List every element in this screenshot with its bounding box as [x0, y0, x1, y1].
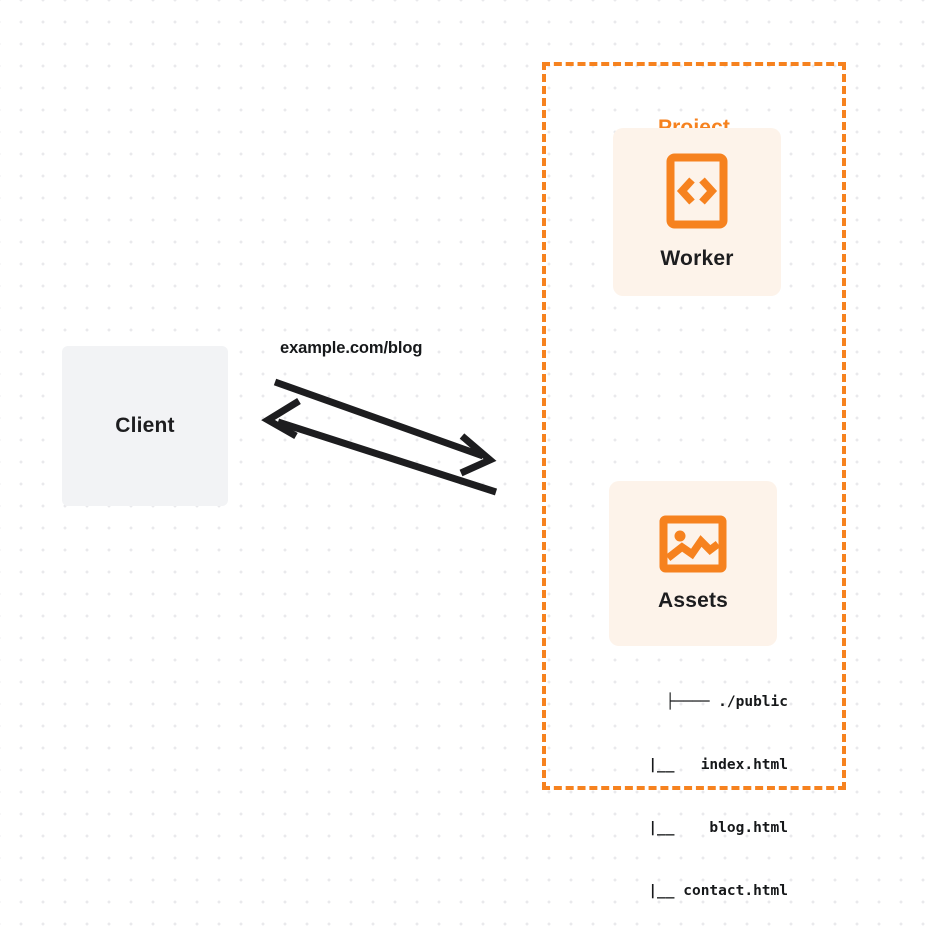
client-node-label: Client — [115, 414, 175, 437]
assets-node[interactable]: Assets — [609, 481, 777, 646]
response-arrow-icon — [261, 398, 498, 496]
request-arrow-icon — [273, 378, 497, 477]
file-tree-row: |__ blog.html — [622, 820, 788, 836]
diagram-canvas: Client example.com/blog Project Worker — [62, 62, 846, 899]
code-file-icon — [666, 153, 728, 229]
client-node[interactable]: Client — [62, 346, 228, 506]
image-icon — [659, 515, 727, 573]
file-tree-row: ├──── ./public — [665, 694, 788, 710]
request-url-label: example.com/blog — [280, 339, 423, 357]
request-response-arrows — [261, 378, 498, 496]
worker-node[interactable]: Worker — [613, 128, 781, 296]
assets-file-tree: ├──── ./public |__ index.html |__ blog.h… — [588, 650, 788, 944]
file-tree-row: |__ index.html — [622, 757, 788, 773]
file-tree-row: |__ contact.html — [622, 883, 788, 899]
assets-node-label: Assets — [657, 588, 729, 612]
worker-node-label: Worker — [660, 247, 734, 270]
